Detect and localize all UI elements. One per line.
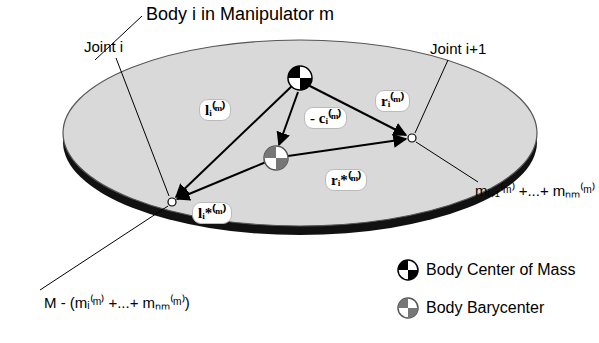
joint-symbol	[168, 198, 176, 206]
vector-label-box: rᵢ*⁽ᵐ⁾	[325, 169, 367, 191]
title-callout: Body i in Manipulator m	[146, 4, 334, 26]
mass-label: M - (mᵢ⁽ᵐ⁾ +...+ mₙₘ⁽ᵐ⁾)	[44, 294, 190, 312]
vector-label: - cᵢ⁽ᵐ⁾	[310, 110, 341, 126]
center-of-mass-symbol	[288, 66, 312, 90]
legend-text: Body Barycenter	[426, 298, 544, 317]
vector-label-box: rᵢ⁽ᵐ⁾	[375, 90, 410, 112]
vector-label: lᵢ⁽ᵐ⁾	[205, 102, 225, 118]
vector-label-box: - cᵢ⁽ᵐ⁾	[304, 107, 347, 129]
legend-text: Body Center of Mass	[426, 260, 575, 279]
joint-label: Joint i+1	[430, 40, 486, 58]
barycenter-symbol	[264, 146, 288, 170]
legend-barycenter-symbol	[398, 298, 418, 318]
leader-lines	[40, 16, 478, 290]
legend-com-symbol	[398, 260, 418, 280]
vector-label: rᵢ*⁽ᵐ⁾	[331, 172, 361, 188]
vector-label: lᵢ*⁽ᵐ⁾	[198, 205, 226, 221]
vector-label-box: lᵢ⁽ᵐ⁾	[199, 99, 231, 121]
joint-symbol	[408, 134, 416, 142]
disk-top	[63, 40, 537, 226]
vector-arrows	[176, 84, 406, 199]
joint-label: Joint i	[84, 38, 123, 56]
mass-label: mᵢ₊₁⁽ᵐ⁾ +...+ mₙₘ⁽ᵐ⁾	[475, 182, 595, 200]
vector-label-box: lᵢ*⁽ᵐ⁾	[192, 202, 232, 224]
vector-label: rᵢ⁽ᵐ⁾	[381, 93, 404, 109]
